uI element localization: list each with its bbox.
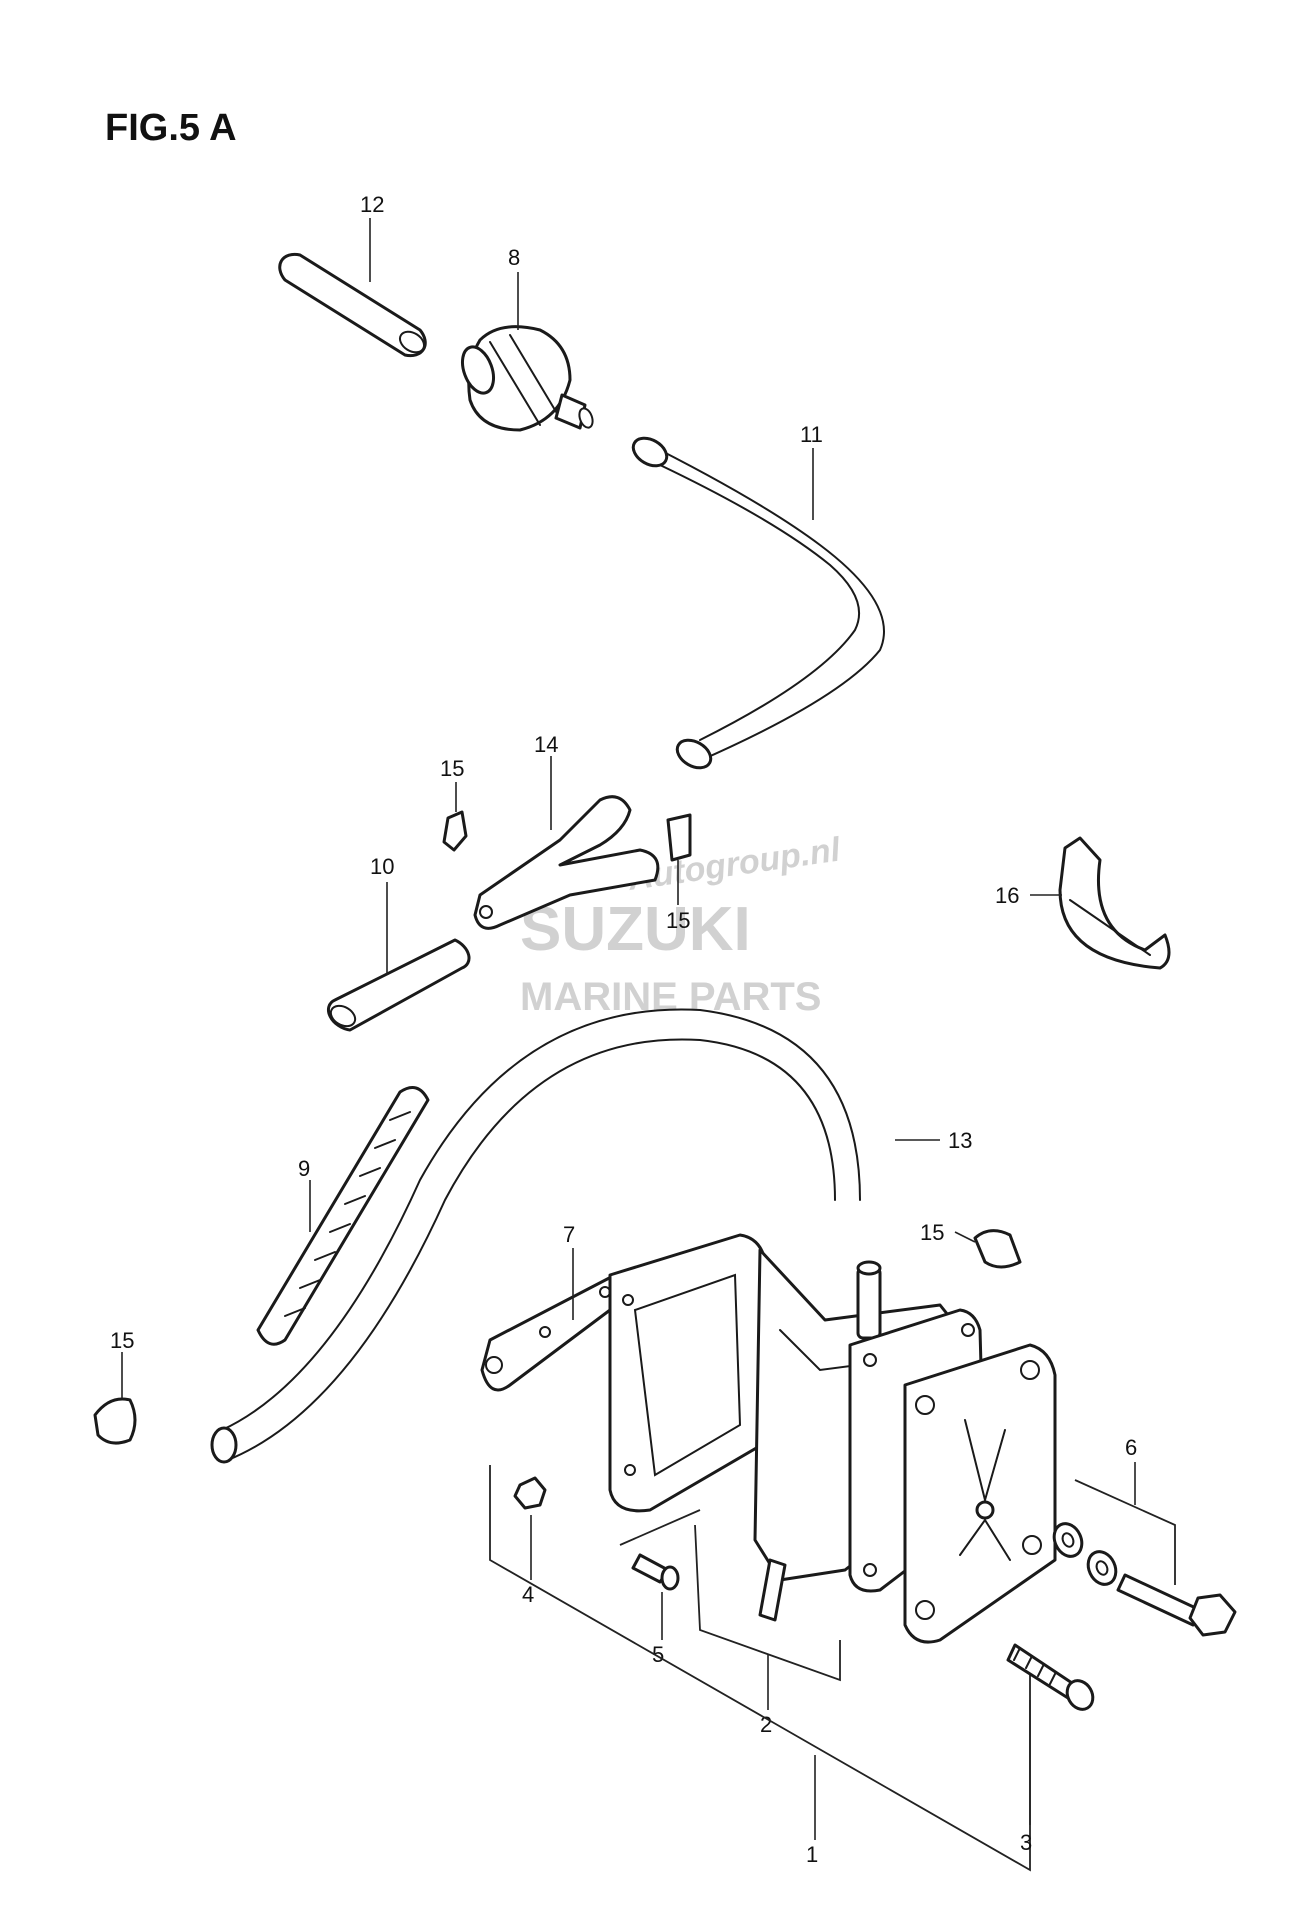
watermark-brand: SUZUKI (520, 895, 751, 964)
part-1-fuel-pump (608, 1233, 1057, 1644)
part-7-plate (480, 1248, 633, 1392)
callout-15-center: 15 (666, 908, 690, 933)
callout-15-right: 15 (920, 1220, 944, 1245)
part-15-clip-center (666, 813, 692, 905)
callout-4: 4 (522, 1582, 534, 1607)
callout-13: 13 (948, 1128, 972, 1153)
callout-11: 11 (800, 422, 823, 447)
part-8-fuel-filter (460, 272, 594, 432)
callout-2: 2 (760, 1712, 772, 1737)
watermark-line2: MARINE PARTS (520, 975, 821, 1019)
bracket-part-2 (619, 1509, 841, 1710)
callout-15-left: 15 (110, 1328, 134, 1353)
callout-9: 9 (298, 1156, 310, 1181)
part-12-hose (278, 218, 427, 358)
callout-14: 14 (534, 732, 558, 757)
part-15-clip-left (93, 1352, 137, 1445)
part-6-bolt-set (1052, 1462, 1237, 1637)
callout-12: 12 (360, 192, 384, 217)
callout-1: 1 (806, 1842, 818, 1867)
part-15-clip-upper-left (442, 782, 468, 852)
part-3-bolt (1006, 1643, 1095, 1825)
callout-3: 3 (1020, 1830, 1032, 1855)
part-16-bracket (1030, 836, 1171, 970)
part-11-bent-hose (631, 436, 885, 770)
part-14-y-joint (473, 756, 660, 930)
part-13-long-hose (210, 1008, 940, 1464)
callout-8: 8 (508, 245, 520, 270)
part-9-spiral-sleeve (256, 1086, 430, 1346)
figure-title: FIG.5 A (105, 107, 237, 149)
callout-10: 10 (370, 854, 394, 879)
part-5-screw (631, 1553, 680, 1640)
callout-6: 6 (1125, 1435, 1137, 1460)
part-15-clip-right (954, 1229, 1022, 1269)
callout-7: 7 (563, 1222, 575, 1247)
part-10-hose (326, 882, 471, 1032)
callout-5: 5 (652, 1642, 664, 1667)
callout-15-upper-left: 15 (440, 756, 464, 781)
part-4-nut (513, 1476, 547, 1580)
callout-16: 16 (995, 883, 1019, 908)
